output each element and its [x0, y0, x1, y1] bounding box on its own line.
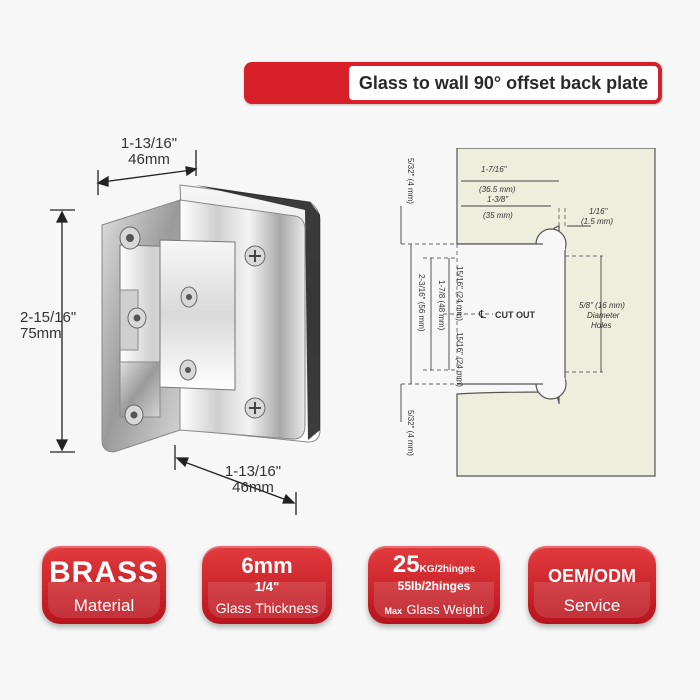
badge-thickness-mid: 1/4"	[254, 579, 280, 594]
height-mm: 75mm	[20, 324, 62, 342]
dim-offset-inch: 1/16"	[589, 207, 609, 216]
bottom-width-inch: 1-13/16"	[224, 463, 282, 480]
centerline-symbol: ℄	[478, 309, 486, 321]
badge-gloss	[374, 582, 494, 618]
dim-depth-inner-inch: 1-3/8"	[487, 195, 509, 204]
dim-depth-inner-mm: (35 mm)	[483, 211, 513, 220]
badge-service-small: Service	[563, 596, 621, 615]
top-width-mm: 46mm	[128, 150, 170, 168]
dim-depth-outer-inch: 1-7/16"	[481, 165, 508, 174]
dim-center-height: 1-7/8 (48 mm)	[437, 280, 446, 331]
hole-label-1: Diameter	[587, 311, 620, 320]
height-dimension: 2-15/16" 75mm	[20, 310, 98, 342]
cutout-label: CUT OUT	[495, 310, 535, 320]
badge-glass-weight: 25KG/2hinges 55lb/2hinges Max Glass Weig…	[368, 546, 500, 624]
dim-lower-half: 15/16" (24 mm)	[455, 332, 464, 387]
bottom-width-dimension: 1-13/16" 46mm	[188, 464, 318, 496]
badge-glass-thickness: 6mm 1/4" Glass Thickness	[202, 546, 332, 624]
top-width-inch: 1-13/16"	[120, 135, 178, 152]
badge-material-small: Material	[73, 596, 135, 615]
badge-weight-big-row: 25KG/2hinges	[368, 551, 500, 579]
badge-weight-big: 25	[392, 551, 420, 578]
dim-depth-outer-mm: (36.5 mm)	[479, 185, 516, 194]
badge-thickness-small: Glass Thickness	[215, 600, 319, 616]
page-title: Glass to wall 90° offset back plate	[349, 66, 658, 100]
cutout-diagram-drawing: ℄ CUT OUT 5/32" (4 mm) 5/32" (4 mm) 2-3/…	[400, 147, 656, 477]
dim-upper-half: 15/16" (24 mm)	[455, 266, 464, 321]
bottom-width-mm: 46mm	[232, 478, 274, 496]
hinge-illustration-area: 1-13/16" 46mm 2-15/16" 75mm 1-13/16" 46m…	[20, 130, 360, 525]
dim-overall-height: 2-3/16" (56 mm)	[417, 274, 426, 332]
hinge-illustration	[50, 150, 321, 515]
badge-weight-big-suffix: KG/2hinges	[419, 564, 476, 575]
dim-offset-mm: (1.5 mm)	[581, 217, 613, 226]
badge-weight-small-row: Max Glass Weight	[368, 601, 500, 619]
hole-label-2: Holes	[591, 321, 611, 330]
badge-thickness-big: 6mm	[241, 553, 293, 578]
badge-material: BRASS Material	[42, 546, 166, 624]
hole-dim: 5/8" (16 mm)	[579, 301, 625, 310]
badge-material-big: BRASS	[48, 556, 159, 589]
top-width-dimension: 1-13/16" 46mm	[84, 136, 214, 168]
badge-service-big: OEM/ODM	[548, 566, 636, 586]
badge-service: OEM/ODM Service	[528, 546, 656, 624]
badge-gloss	[208, 582, 326, 618]
dim-top-left-vertical: 5/32" (4 mm)	[406, 158, 415, 204]
cutout-diagram: ℄ CUT OUT 5/32" (4 mm) 5/32" (4 mm) 2-3/…	[383, 147, 673, 478]
dim-bottom-left-vertical: 5/32" (4 mm)	[406, 410, 415, 456]
badge-gloss	[534, 582, 650, 618]
badge-weight-mid: 55lb/2hinges	[397, 579, 471, 593]
badge-weight-small-prefix: Max	[384, 606, 402, 616]
badge-weight-small: Glass Weight	[406, 602, 484, 617]
height-inch: 2-15/16"	[20, 309, 77, 326]
badge-gloss	[48, 582, 160, 618]
